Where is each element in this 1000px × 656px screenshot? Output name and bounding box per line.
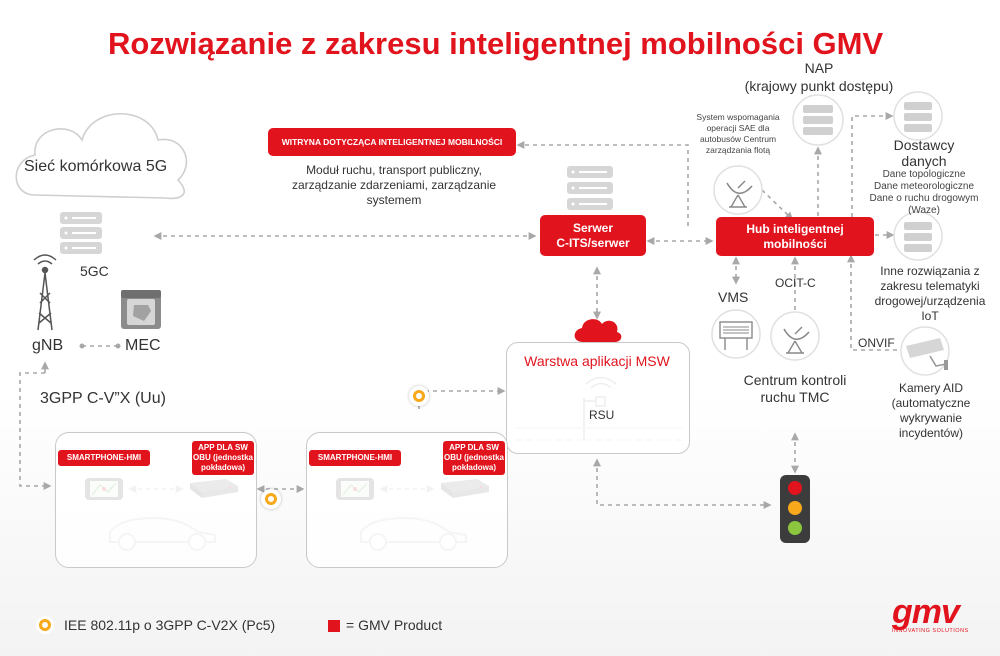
pc5-marker-vehicles [261,489,281,509]
nap-server-icon [792,94,844,146]
cits-server-box: Serwer C-ITS/serwer [540,215,646,256]
link-sae-hub [761,189,794,221]
tmc-dish-icon [770,311,820,361]
mec-label: MEC [125,337,161,354]
antenna-tower-icon [33,254,57,331]
cloud-5g-label: Sieć komórkowa 5G [24,158,168,175]
link-uu-car1 [19,372,52,490]
ocit-label: OCIT-C [775,276,816,290]
link-msw-trafficlight [593,458,772,509]
telematics-server-icon [893,211,943,261]
witryna-tag: WITRYNA DOTYCZĄCA INTELIGENTNEJ MOBILNOŚ… [268,128,516,156]
onvif-label: ONVIF [858,336,895,350]
vms-label: VMS [718,289,749,305]
aid-cameras-label: Kamery AID (automatyczne wykrywanie incy… [891,381,971,440]
red-cloud-icon [574,319,622,342]
server-5gc-icon [60,212,102,254]
pc5-marker-msw [409,386,429,406]
msw-label: Warstwa aplikacji MSW [524,353,670,369]
sae-label: System wspomagania operacji SAE dla auto… [696,112,780,155]
legend-pc5-text: IEE 802.11p o 3GPP C-V2X (Pc5) [64,617,276,633]
server-cits-icon [567,166,613,210]
satellite-dish-icon [713,165,763,215]
link-server-witryna [516,141,689,226]
telematics-label: Inne rozwiązania z zakresu telematyki dr… [874,264,986,323]
core-5gc-label: 5GC [80,263,109,279]
gmv-logo: gmv INNOVATING SOLUTIONS [892,593,969,634]
mec-box-icon [121,290,161,329]
msw-panel [506,342,690,454]
nap-label: NAP (krajowy punkt dostępu) [744,60,894,94]
cloud-icon [15,112,188,200]
cctv-camera-icon [900,326,950,376]
mobility-hub-box: Hub inteligentnej mobilności [716,217,874,256]
uu-interface-label: 3GPP C-V”X (Uu) [40,390,166,407]
vehicle-1-smartphone-tag: SMARTPHONE-HMI [58,450,150,466]
traffic-light-icon [780,475,810,543]
witryna-description: Moduł ruchu, transport publiczny, zarząd… [291,163,497,207]
rsu-label: RSU [589,408,615,422]
vms-sign-icon [711,309,761,359]
page-title: Rozwiązanie z zakresu inteligentnej mobi… [108,26,884,61]
data-provider-server-icon [893,91,943,141]
gnb-label: gNB [32,337,64,354]
vehicle-2-smartphone-tag: SMARTPHONE-HMI [309,450,401,466]
legend-gmv-text: = GMV Product [346,617,443,633]
legend-pc5-marker [36,616,54,634]
tmc-label: Centrum kontroli ruchu TMC [743,372,847,405]
data-providers-label: Dostawcy danych Dane topologiczne Dane m… [869,137,979,216]
link-pc5-msw [418,387,506,409]
legend-gmv-square [328,620,340,632]
link-hub-providers [851,112,894,217]
